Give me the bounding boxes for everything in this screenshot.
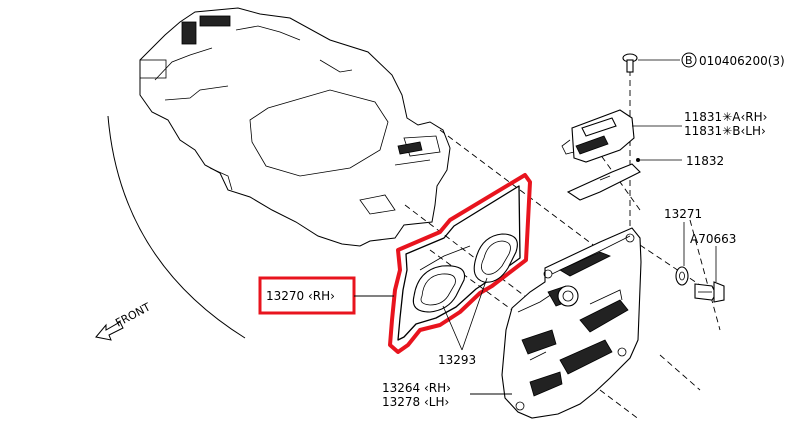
ref-letter-circle — [681, 52, 697, 68]
plug-hole-seals — [412, 233, 518, 351]
label-cover-lh: 13278 ‹LH› — [382, 395, 449, 409]
coil-plate — [566, 158, 682, 201]
front-label: FRONT — [113, 300, 153, 329]
cover-washer — [675, 222, 689, 286]
label-plate: 11832 — [686, 154, 724, 168]
label-plug-seal: 13293 — [438, 353, 476, 367]
cover-bolt — [694, 246, 725, 303]
label-bolt: A70663 — [690, 232, 736, 246]
ref-letter: B — [685, 54, 693, 67]
ignition-coil — [561, 109, 682, 163]
sweep-arc — [107, 115, 246, 339]
label-cover-rh: 13264 ‹RH› — [382, 381, 451, 395]
label-coil-lh: 11831✳B‹LH› — [684, 124, 766, 138]
coil-bolt — [622, 53, 680, 73]
label-coil-rh: 11831✳A‹RH› — [684, 110, 767, 124]
front-arrow: FRONT — [95, 300, 153, 341]
rocker-cover — [501, 227, 642, 419]
label-gasket-rh: 13270 ‹RH› — [266, 289, 335, 303]
label-bolt-spec: 010406200(3) — [699, 54, 785, 68]
label-washer: 13271 — [664, 207, 702, 221]
engine-block-drawing — [139, 7, 451, 247]
